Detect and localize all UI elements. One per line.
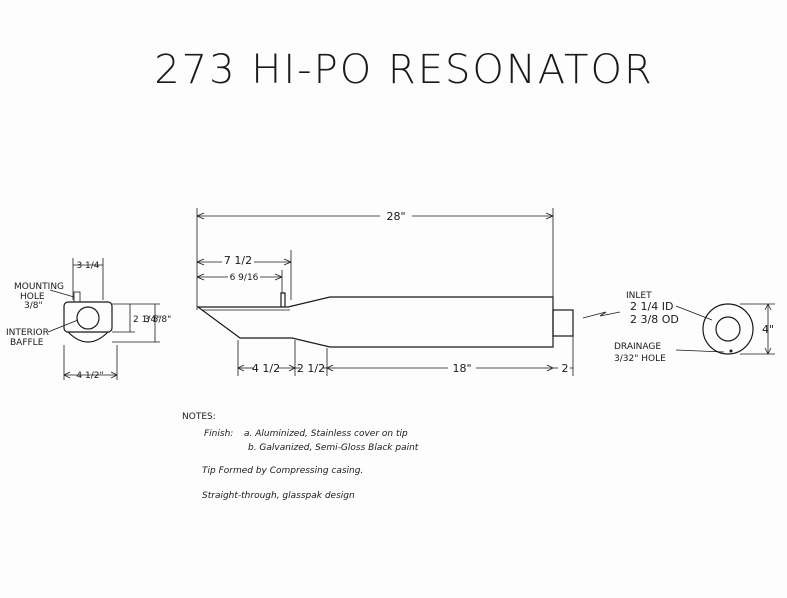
label-interior-baffle: INTERIOR BAFFLE <box>6 319 79 348</box>
side-view <box>196 292 574 348</box>
svg-text:7 1/2: 7 1/2 <box>224 254 252 267</box>
extension-lines <box>196 208 574 376</box>
svg-text:4 1/2: 4 1/2 <box>252 362 280 375</box>
svg-text:28": 28" <box>386 210 405 223</box>
svg-text:b. Galvanized, Semi-Gloss Blac: b. Galvanized, Semi-Gloss Black paint <box>248 443 419 453</box>
notes-block: NOTES: Finish: a. Aluminized, Stainless … <box>182 412 419 501</box>
svg-text:2 3/8 OD: 2 3/8 OD <box>630 313 679 326</box>
svg-text:BAFFLE: BAFFLE <box>10 338 44 348</box>
end-view-body <box>63 301 113 333</box>
inlet-circle <box>715 316 741 342</box>
label-drainage: DRAINAGE 3/32" HOLE <box>614 342 725 364</box>
inlet-stub <box>552 309 574 337</box>
svg-text:2 1/2: 2 1/2 <box>297 362 325 375</box>
svg-text:Finish:: Finish: <box>204 429 233 439</box>
svg-text:INLET: INLET <box>626 291 652 301</box>
drainage-hole <box>729 349 733 353</box>
svg-text:2: 2 <box>562 362 569 375</box>
svg-text:4 1/2": 4 1/2" <box>76 371 103 381</box>
resonator-body-outline <box>196 296 554 348</box>
notes-heading: NOTES: <box>182 412 216 422</box>
svg-text:3 1/4: 3 1/4 <box>76 261 99 271</box>
svg-text:HOLE: HOLE <box>20 292 45 302</box>
dim-segments: 4 1/2 2 1/2 18" 2 <box>237 362 573 375</box>
svg-text:3/32" HOLE: 3/32" HOLE <box>614 354 666 364</box>
end-view-pipe <box>76 306 100 330</box>
svg-text:2 1/4 ID: 2 1/4 ID <box>630 300 673 313</box>
drawing-title: 273 HI-PO RESONATOR <box>154 47 654 93</box>
label-mounting-hole: MOUNTING HOLE 3/8" <box>14 282 75 311</box>
end-view-left: 3 1/4 2 1/4" 3 5/8" 4 1/2" <box>63 258 171 381</box>
svg-text:Tip Formed by Compressing casi: Tip Formed by Compressing casing. <box>202 466 363 476</box>
outer-casing-circle <box>702 303 754 355</box>
svg-text:Straight-through, glasspak des: Straight-through, glasspak design <box>202 491 355 501</box>
dim-tip-to-mount-a: 7 1/2 <box>196 254 292 267</box>
svg-text:6 9/16: 6 9/16 <box>230 273 259 283</box>
svg-text:4": 4" <box>762 323 774 336</box>
svg-text:3 5/8": 3 5/8" <box>144 315 171 325</box>
dim-tip-to-mount-b: 6 9/16 <box>196 273 283 283</box>
svg-text:3/8": 3/8" <box>24 301 43 311</box>
label-inlet: INLET 2 1/4 ID 2 3/8 OD <box>582 291 713 326</box>
svg-text:a. Aluminized, Stainless cover: a. Aluminized, Stainless cover on tip <box>244 429 408 439</box>
svg-text:DRAINAGE: DRAINAGE <box>614 342 661 352</box>
mounting-tab <box>280 292 286 307</box>
svg-text:2 1/4": 2 1/4" <box>133 315 160 325</box>
svg-text:18": 18" <box>452 362 471 375</box>
end-view-right: 4" <box>702 303 775 355</box>
svg-text:INTERIOR: INTERIOR <box>6 328 49 338</box>
svg-text:MOUNTING: MOUNTING <box>14 282 64 292</box>
dim-overall-length: 28" <box>196 210 554 223</box>
